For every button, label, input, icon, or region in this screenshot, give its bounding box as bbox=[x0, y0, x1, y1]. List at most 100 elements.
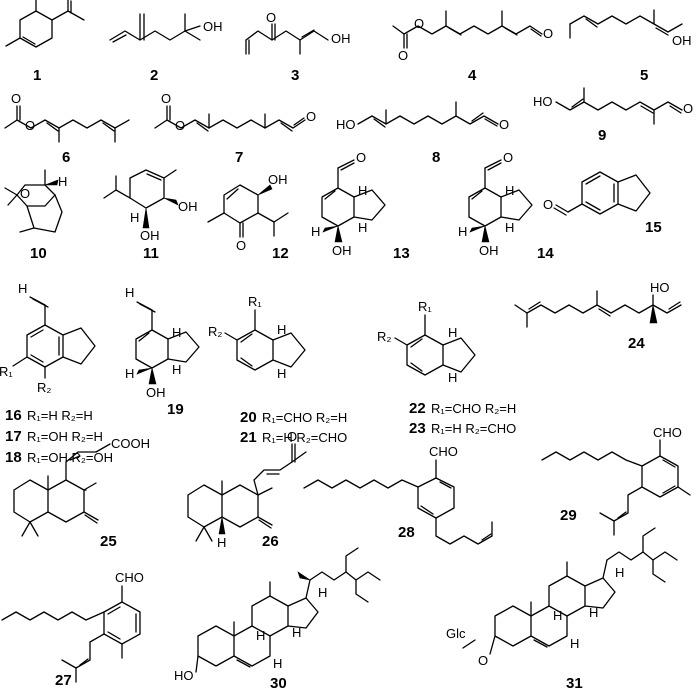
label-27: 27 bbox=[55, 672, 72, 689]
h-atom: H bbox=[172, 362, 181, 377]
cooh-atom: COOH bbox=[111, 436, 150, 451]
o-atom: O bbox=[161, 91, 171, 106]
structure-26: O H 26 bbox=[187, 429, 307, 550]
h-atom: H bbox=[18, 281, 27, 296]
label-23: 23 bbox=[409, 420, 426, 437]
label-16: 16 bbox=[5, 407, 22, 424]
h-atom: H bbox=[125, 285, 134, 300]
structure-28: CHO 28 bbox=[303, 444, 493, 545]
label-4: 4 bbox=[468, 67, 477, 84]
structure-11: H OH OH 11 bbox=[103, 169, 198, 262]
o-atom: O bbox=[398, 48, 408, 63]
h-atom: H bbox=[292, 625, 301, 640]
o-atom: O bbox=[683, 101, 693, 116]
o-atom: O bbox=[414, 16, 424, 31]
structure-19: H H H H OH 19 bbox=[125, 285, 200, 418]
label-3: 3 bbox=[291, 67, 299, 84]
o-atom: O bbox=[266, 10, 276, 25]
oh-atom: OH bbox=[672, 33, 692, 48]
label-13: 13 bbox=[393, 245, 410, 262]
h-atom: H bbox=[273, 656, 282, 671]
structure-8: HO O 8 bbox=[336, 101, 509, 166]
label-29: 29 bbox=[560, 507, 577, 524]
oh-atom: OH bbox=[203, 19, 223, 34]
o-atom: O bbox=[236, 238, 246, 253]
o-atom: O bbox=[306, 109, 316, 124]
label-24: 24 bbox=[628, 335, 645, 352]
structure-4: O O O 4 bbox=[392, 10, 553, 84]
structure-31: Glc O H H H H 31 bbox=[446, 527, 678, 692]
h-atom: H bbox=[589, 605, 598, 620]
r1-label: R₁ bbox=[418, 299, 432, 314]
structure-25: COOH 25 bbox=[13, 436, 150, 550]
structure-9: HO O 9 bbox=[533, 87, 693, 144]
cho-atom: CHO bbox=[429, 444, 458, 459]
o-atom: O bbox=[25, 118, 35, 133]
structure-24: HO 24 bbox=[514, 280, 682, 352]
r1-label: R₁ bbox=[0, 364, 13, 379]
o-atom: O bbox=[356, 150, 366, 165]
h-atom: H bbox=[448, 325, 457, 340]
structure-27: CHO 27 bbox=[1, 570, 144, 689]
h-atom: H bbox=[277, 322, 286, 337]
label-2: 2 bbox=[150, 67, 158, 84]
ho-atom: HO bbox=[336, 117, 356, 132]
ho-atom: HO bbox=[174, 668, 194, 683]
structure-22-23: R₁ R₂ H H 22 R₁=CHO R₂=H 23 R₁=H R₂=CHO bbox=[377, 299, 516, 437]
structure-5: OH 5 bbox=[569, 9, 692, 84]
structure-15: O 15 bbox=[543, 171, 662, 236]
label-10: 10 bbox=[30, 245, 47, 262]
oh-atom: OH bbox=[178, 199, 198, 214]
structure-6: O O 6 bbox=[4, 91, 130, 166]
structure-2: OH 2 bbox=[109, 13, 223, 84]
label-11: 11 bbox=[143, 245, 159, 262]
h-atom: H bbox=[277, 366, 286, 381]
caption-17: R₁=OH R₂=H bbox=[27, 429, 103, 444]
o-atom: O bbox=[499, 117, 509, 132]
structure-20-21: R₁ R₂ H H 20 R₁=CHO R₂=H 21 R₁=H R₂=CHO bbox=[208, 294, 347, 446]
h-atom: H bbox=[125, 366, 134, 381]
o-atom: O bbox=[175, 118, 185, 133]
caption-18: R₁=OH R₂=OH bbox=[27, 450, 113, 465]
label-26: 26 bbox=[262, 533, 279, 550]
label-6: 6 bbox=[62, 149, 70, 166]
o-atom: O bbox=[287, 429, 297, 444]
h-atom: H bbox=[311, 224, 320, 239]
label-28: 28 bbox=[398, 524, 415, 541]
h-atom: H bbox=[505, 183, 514, 198]
structure-12: O OH 12 bbox=[207, 172, 289, 262]
label-9: 9 bbox=[598, 127, 606, 144]
structure-29: CHO 29 bbox=[541, 425, 691, 536]
h-atom: H bbox=[570, 636, 579, 651]
ho-atom: HO bbox=[650, 280, 670, 295]
label-21: 21 bbox=[240, 429, 257, 446]
oh-atom: OH bbox=[140, 228, 160, 243]
label-1: 1 bbox=[33, 67, 41, 84]
h-atom: H bbox=[358, 220, 367, 235]
h-atom: H bbox=[130, 210, 139, 225]
structure-7: O O O 7 bbox=[154, 91, 316, 166]
o-atom: O bbox=[543, 197, 553, 212]
h-atom: H bbox=[172, 325, 181, 340]
label-8: 8 bbox=[432, 149, 440, 166]
oh-atom: OH bbox=[331, 31, 351, 46]
oh-atom: OH bbox=[332, 243, 352, 258]
h-atom: H bbox=[318, 585, 327, 600]
r2-label: R₂ bbox=[208, 324, 222, 339]
o-atom: O bbox=[478, 653, 488, 668]
h-atom: H bbox=[505, 220, 514, 235]
r1-label: R₁ bbox=[248, 294, 262, 309]
label-22: 22 bbox=[409, 400, 426, 417]
caption-22: R₁=CHO R₂=H bbox=[431, 401, 516, 416]
h-atom: H bbox=[458, 224, 467, 239]
r2-label: R₂ bbox=[377, 329, 391, 344]
structure-10: O H 10 bbox=[4, 169, 67, 262]
h-atom: H bbox=[615, 565, 624, 580]
o-atom: O bbox=[543, 26, 553, 41]
structure-16-18: H R₁ R₂ 16 R₁=H R₂=H 17 R₁=OH R₂=H 18 R₁… bbox=[0, 281, 113, 466]
glc-atom: Glc bbox=[446, 626, 466, 641]
o-atom: O bbox=[11, 91, 21, 106]
cho-atom: CHO bbox=[653, 425, 682, 440]
label-15: 15 bbox=[645, 219, 662, 236]
structure-3: O OH 3 bbox=[245, 10, 351, 84]
